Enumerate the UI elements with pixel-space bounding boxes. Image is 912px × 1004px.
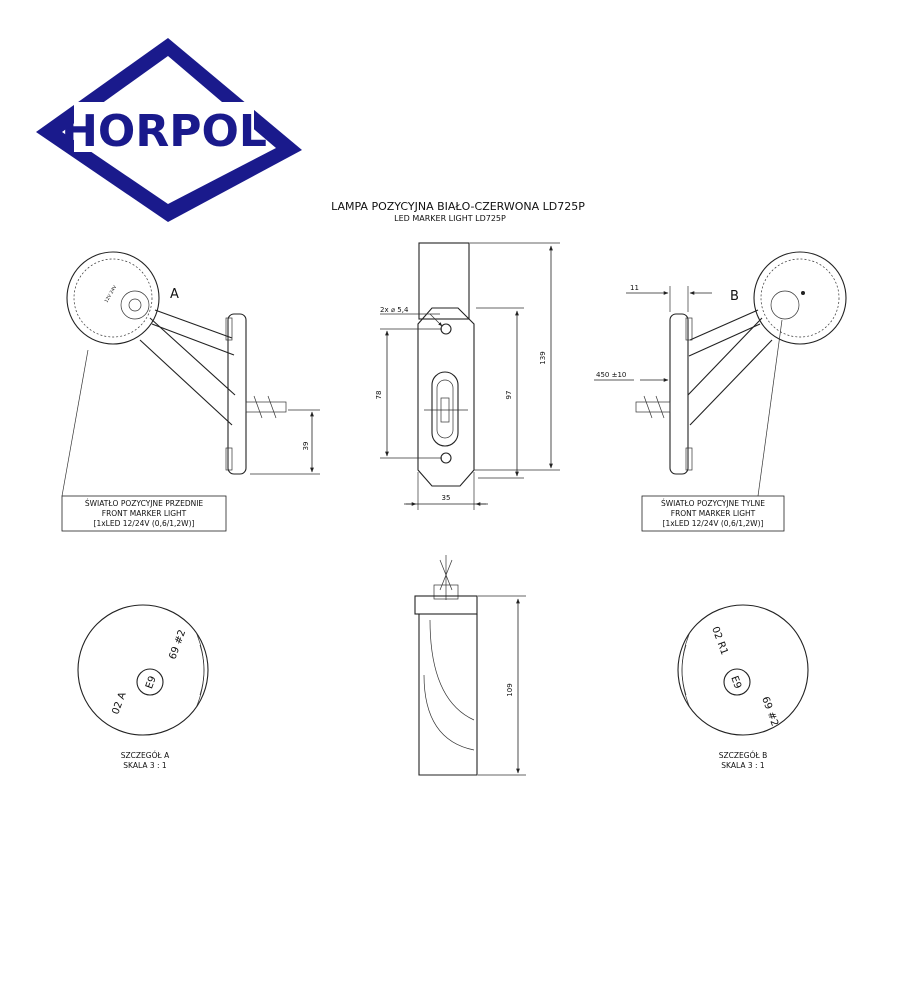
mount-body: [417, 307, 475, 487]
detail-a-marking-2: 69 #2: [167, 628, 188, 661]
detail-b-emblem-ring: [723, 668, 751, 696]
detail-a-title: SZCZEGÓŁ A: [121, 751, 170, 760]
lens-outer: [66, 251, 160, 345]
svg-text:12V 24V: 12V 24V: [104, 284, 119, 304]
front-note-line2: FRONT MARKER LIGHT: [102, 509, 187, 518]
drawing-subtitle: LED MARKER LIGHT LD725P: [394, 214, 506, 223]
dim-450: 450 ±10: [596, 371, 626, 379]
slot: [431, 371, 459, 447]
rear-note-line2: FRONT MARKER LIGHT: [671, 509, 756, 518]
detail-b: E9 02 R1 69 #2 SZCZEGÓŁ B SKALA 3 : 1: [677, 604, 809, 770]
plate-top: [414, 595, 478, 615]
detail-a-emblem-ring: [136, 668, 164, 696]
lens-inner: [73, 258, 153, 338]
view-label-b: B: [730, 289, 739, 304]
detail-a-approval: E9: [144, 675, 159, 691]
dim-11: 11: [630, 284, 639, 292]
hole-top: [440, 323, 452, 335]
detail-b-marking-1: 02 R1: [709, 625, 729, 656]
dim-78: 78: [375, 391, 383, 400]
mount-plate: [227, 313, 247, 475]
detail-a-marking-1: 02 A: [110, 691, 128, 716]
rear-note-line1: ŚWIATŁO POZYCYJNE TYLNE: [661, 499, 765, 508]
center-front-view: 139 97 78 2x ⌀ 5,4 35: [375, 242, 560, 510]
dim-hole: 2x ⌀ 5,4: [380, 306, 409, 314]
detail-a-scale: SKALA 3 : 1: [123, 761, 167, 770]
rear-marker-note: ŚWIATŁO POZYCYJNE TYLNE FRONT MARKER LIG…: [641, 495, 785, 532]
led-emblem: [128, 298, 142, 312]
detail-a: E9 02 A 69 #2 SZCZEGÓŁ A SKALA 3 : 1: [77, 604, 209, 770]
detail-a-circle: [77, 604, 209, 736]
left-side-view: 12V 24V A 39: [61, 251, 320, 497]
mount-plate-rear: [669, 313, 689, 475]
dim-109: 109: [506, 683, 514, 696]
detail-b-marking-2: 69 #2: [759, 695, 780, 728]
led-ring: [120, 290, 150, 320]
front-note-line3: [1xLED 12/24V (0,6/1,2W)]: [94, 519, 195, 528]
right-side-view: B 11 450 ±10: [594, 251, 847, 497]
bottom-side-view: 109: [414, 555, 526, 776]
front-marker-note: ŚWIATŁO POZYCYJNE PRZEDNIE FRONT MARKER …: [61, 495, 227, 532]
view-label-a: A: [170, 287, 179, 302]
dim-35: 35: [442, 494, 451, 502]
arm-upper: [418, 242, 470, 320]
drawing-title: LAMPA POZYCYJNA BIAŁO-CZERWONA LD725P: [331, 200, 585, 213]
hole-bottom: [440, 452, 452, 464]
front-note-line1: ŚWIATŁO POZYCYJNE PRZEDNIE: [85, 499, 204, 508]
detail-b-circle: [677, 604, 809, 736]
dim-97: 97: [505, 391, 513, 400]
dim-39: 39: [302, 442, 310, 451]
rear-note-line3: [1xLED 12/24V (0,6/1,2W)]: [663, 519, 764, 528]
detail-b-scale: SKALA 3 : 1: [721, 761, 765, 770]
horpol-logo: HORPOL: [36, 38, 302, 222]
dim-139: 139: [539, 351, 547, 364]
logo-text: HORPOL: [61, 106, 267, 157]
arm-body: [418, 614, 478, 776]
detail-b-approval: E9: [728, 675, 743, 691]
detail-b-title: SZCZEGÓŁ B: [719, 751, 767, 760]
lens-outer-rear: [753, 251, 847, 345]
